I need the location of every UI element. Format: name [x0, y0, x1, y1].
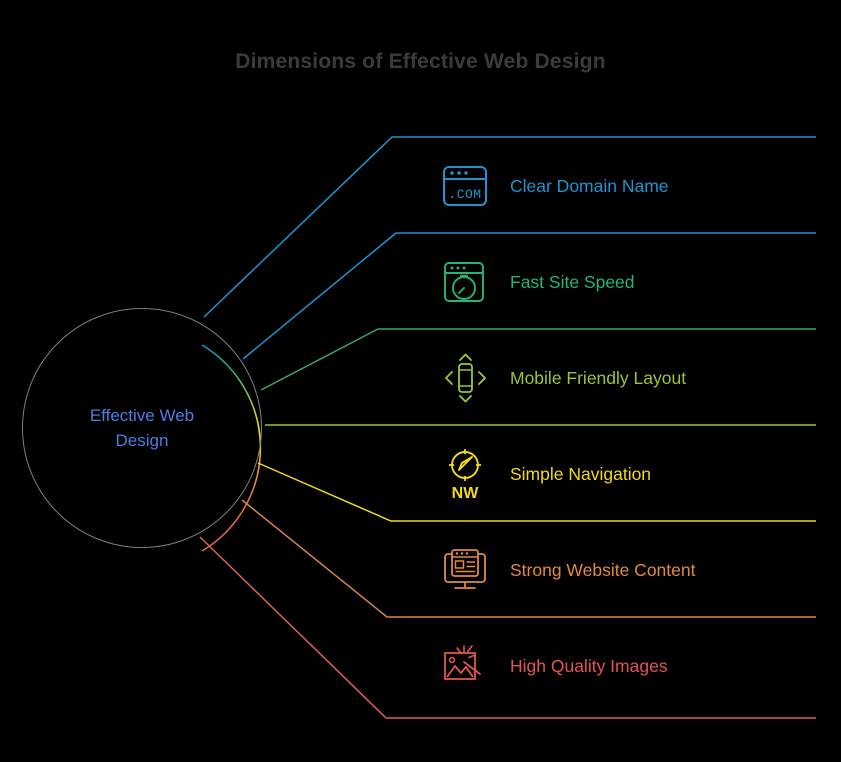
- branch-item-clear-domain-name[interactable]: .COM Clear Domain Name: [430, 138, 669, 234]
- center-node-label: Effective Web Design: [52, 403, 232, 453]
- center-node-line-2: Design: [115, 431, 169, 450]
- branch-item-strong-website-content[interactable]: Strong Website Content: [430, 522, 695, 618]
- branch-item-simple-navigation[interactable]: NW Simple Navigation: [430, 426, 651, 522]
- branch-label: Strong Website Content: [510, 559, 696, 580]
- page-title: Dimensions of Effective Web Design: [235, 50, 606, 73]
- compass-nw-icon: NW: [436, 445, 494, 503]
- branch-label: Simple Navigation: [510, 463, 652, 484]
- connector-clear-domain-name: [203, 136, 816, 318]
- image-sparkle-icon: [436, 637, 494, 695]
- connector-strong-website-content: [257, 462, 816, 522]
- branch-label: High Quality Images: [510, 655, 668, 676]
- center-node-line-1: Effective Web: [89, 406, 195, 425]
- connector-mobile-friendly-layout: [260, 328, 816, 391]
- compass-direction-text: NW: [452, 485, 480, 502]
- center-node[interactable]: Effective Web Design: [22, 308, 262, 548]
- mobile-arrows-icon: [436, 349, 494, 407]
- branch-item-fast-site-speed[interactable]: Fast Site Speed: [430, 234, 635, 330]
- browser-dotcom-icon: .COM: [436, 157, 494, 215]
- branch-item-high-quality-images[interactable]: High Quality Images: [430, 618, 668, 714]
- branch-item-mobile-friendly-layout[interactable]: Mobile Friendly Layout: [430, 330, 686, 426]
- branch-label: Fast Site Speed: [510, 271, 635, 292]
- connector-high-quality-images: [241, 499, 816, 618]
- browser-stopwatch-icon: [436, 253, 494, 311]
- branch-label: Mobile Friendly Layout: [510, 367, 687, 388]
- svg-text:.COM: .COM: [448, 187, 481, 202]
- branch-label: Clear Domain Name: [510, 175, 669, 196]
- connector-fast-site-speed: [242, 232, 816, 360]
- monitor-content-icon: [436, 541, 494, 599]
- connector-bottom-edge: [199, 536, 816, 719]
